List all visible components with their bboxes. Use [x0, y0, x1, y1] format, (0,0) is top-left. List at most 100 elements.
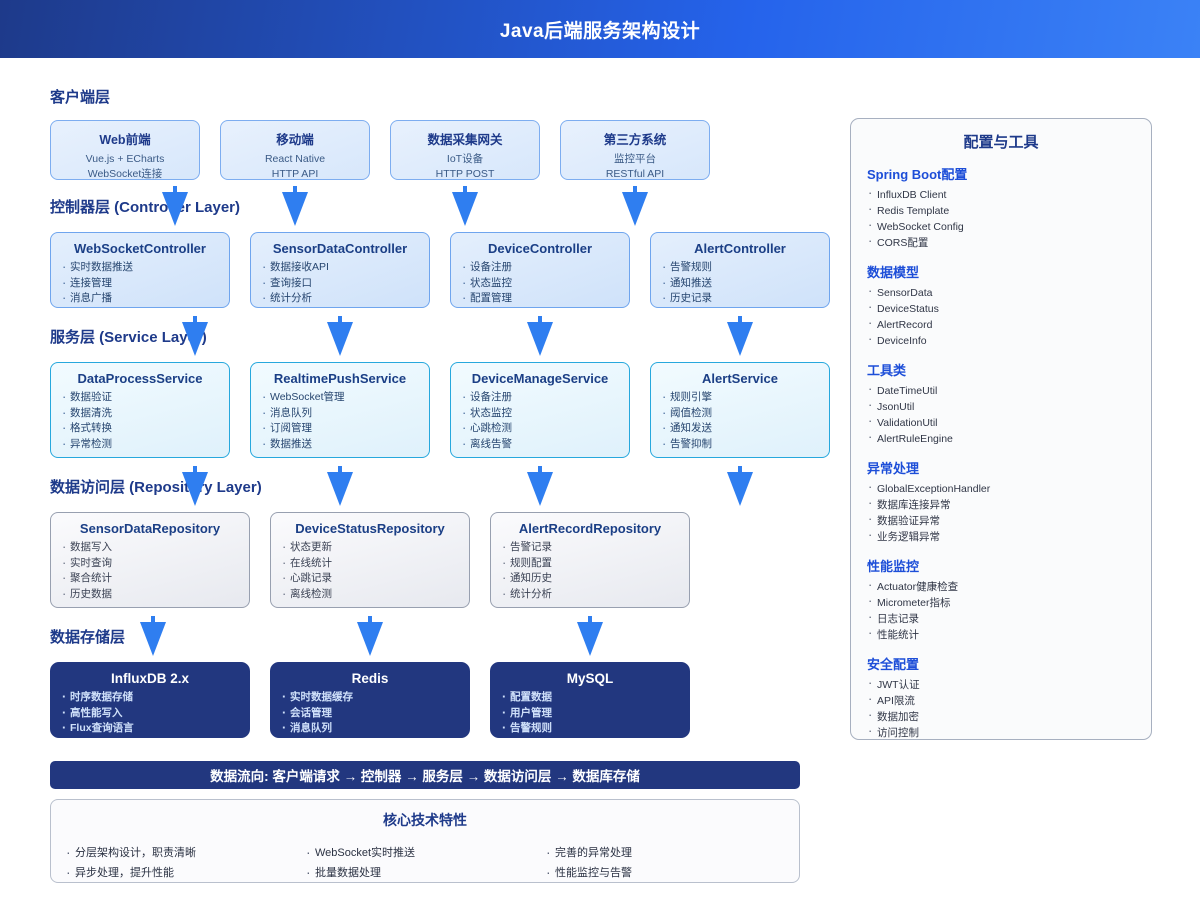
controller-node[interactable]: AlertController 告警规则通知推送历史记录 [650, 232, 830, 308]
storage-node-title: InfluxDB 2.x [110, 671, 189, 686]
layer-label-repository: 数据访问层 (Repository Layer) [50, 479, 262, 496]
sidebar-list-item: DateTimeUtil [867, 381, 1135, 399]
controller-node-list-item: 数据接收API [261, 259, 419, 276]
arrow-head [162, 192, 188, 226]
core-features-column: 分层架构设计，职责清晰异步处理，提升性能 [65, 842, 305, 883]
client-node-subtitle: 监控平台 [614, 153, 656, 165]
service-node-list-item: 通知发送 [661, 420, 819, 437]
client-node-subtitle: WebSocket连接 [87, 168, 163, 180]
repository-node[interactable]: SensorDataRepository数据写入实时查询聚合统计历史数据 [50, 512, 250, 608]
storage-node-list: 实时数据缓存会话管理消息队列 [281, 689, 459, 737]
flow-arrow-icon [622, 186, 648, 226]
storage-node-list-item: 消息队列 [281, 720, 459, 737]
controller-node-list-item: 统计分析 [261, 290, 419, 307]
arrow-head [327, 472, 353, 506]
arrow-stem [173, 186, 177, 194]
flow-arrow-icon [727, 316, 753, 356]
repository-node-list: 告警记录规则配置通知历史统计分析 [501, 539, 679, 602]
controller-node-list: 告警规则通知推送历史记录 [661, 259, 819, 307]
controller-node[interactable]: DeviceController设备注册状态监控配置管理 [450, 232, 630, 308]
arrow-stem [538, 316, 542, 324]
sidebar-list-item: API限流 [867, 691, 1135, 709]
arrow-stem [338, 466, 342, 474]
sidebar-list-item: 访问控制 [867, 723, 1135, 741]
layer-label-client: 客户端层 [50, 89, 111, 106]
arrow-head [527, 322, 553, 356]
core-features-item: 性能监控与告警 [545, 862, 785, 883]
controller-node-title: WebSocketController [74, 241, 206, 256]
arrow-head [282, 192, 308, 226]
controller-node-title: AlertController [694, 241, 786, 256]
service-node[interactable]: AlertService规则引擎阈值检测通知发送告警抑制 [650, 362, 830, 458]
flow-arrow-icon [282, 186, 308, 226]
flow-arrow-icon [327, 466, 353, 506]
client-node-title: 数据采集网关 [427, 133, 503, 147]
service-node-list-item: 数据验证 [61, 389, 219, 406]
service-node-list-item: 消息队列 [261, 405, 419, 422]
repository-node-list-item: 数据写入 [61, 539, 239, 556]
layer-label-controller: 控制器层 (Controller Layer) [50, 199, 241, 216]
service-node-list-item: 规则引擎 [661, 389, 819, 406]
service-node[interactable]: DataProcessService数据验证数据清洗格式转换异常检测 [50, 362, 230, 458]
client-node-subtitle: IoT设备 [446, 153, 484, 165]
repository-node-title: DeviceStatusRepository [295, 521, 445, 536]
storage-node-title: Redis [351, 671, 389, 686]
sidebar-section-heading: 异常处理 [867, 461, 920, 476]
repository-node-list-item: 通知历史 [501, 570, 679, 587]
repository-node[interactable]: DeviceStatusRepository状态更新在线统计心跳记录离线检测 [270, 512, 470, 608]
layer-label-service: 服务层 (Service Layer) [50, 329, 207, 346]
controller-node-list-item: 实时数据推送 [61, 259, 219, 276]
sidebar-list-item: Redis Template [867, 201, 1135, 219]
sidebar-list-item: 业务逻辑异常 [867, 527, 1135, 545]
service-node-list-item: 心跳检测 [461, 420, 619, 437]
arrow-head [140, 622, 166, 656]
controller-node[interactable]: SensorDataController数据接收API查询接口统计分析 [250, 232, 430, 308]
core-features-list: WebSocket实时推送批量数据处理 [305, 842, 545, 883]
arrow-stem [193, 466, 197, 474]
client-node-subtitle: Vue.js + ECharts [85, 153, 165, 165]
client-node-subtitle: HTTP API [271, 168, 319, 180]
arrow-stem [293, 186, 297, 194]
service-node[interactable]: DeviceManageService设备注册状态监控心跳检测离线告警 [450, 362, 630, 458]
service-node-list-item: 告警抑制 [661, 436, 819, 453]
flow-arrow-icon [182, 316, 208, 356]
storage-node-list-item: 会话管理 [281, 705, 459, 722]
storage-node[interactable]: InfluxDB 2.x 时序数据存储高性能写入Flux查询语言 [50, 662, 250, 738]
arrow-stem [538, 466, 542, 474]
service-node-list: 数据验证数据清洗格式转换异常检测 [61, 389, 219, 452]
flow-arrow-icon [727, 466, 753, 506]
client-node-subtitle: React Native [264, 153, 326, 165]
core-features-panel: 核心技术特性 分层架构设计，职责清晰异步处理，提升性能WebSocket实时推送… [50, 799, 800, 883]
sidebar-list-item: DeviceStatus [867, 299, 1135, 317]
service-node-list-item: 设备注册 [461, 389, 619, 406]
service-node-title: RealtimePushService [273, 371, 407, 386]
service-node-title: DeviceManageService [471, 371, 609, 386]
sidebar-list-item: 日志记录 [867, 609, 1135, 627]
repository-node-list-item: 状态更新 [281, 539, 459, 556]
arrow-head [527, 472, 553, 506]
storage-node[interactable]: Redis 实时数据缓存会话管理消息队列 [270, 662, 470, 738]
service-node-list: 规则引擎阈值检测通知发送告警抑制 [661, 389, 819, 453]
data-flow-bar: 数据流向: 客户端请求 → 控制器 → 服务层 → 数据访问层 → 数据库存储 [50, 761, 800, 789]
sidebar-section-heading: 安全配置 [867, 657, 920, 672]
sidebar-section: 工具类DateTimeUtilJsonUtilValidationUtilAle… [867, 360, 1135, 447]
sidebar-title: 配置与工具 [963, 134, 1039, 151]
flow-arrow-icon [577, 616, 603, 656]
controller-node-list: 实时数据推送连接管理消息广播 [61, 259, 219, 307]
controller-node-list-item: 状态监控 [461, 275, 619, 292]
controller-node-title: DeviceController [487, 241, 593, 256]
core-features-title: 核心技术特性 [383, 812, 467, 828]
storage-node-list: 时序数据存储高性能写入Flux查询语言 [61, 689, 239, 737]
core-features-column: WebSocket实时推送批量数据处理 [305, 842, 545, 883]
sidebar-list-item: 数据库连接异常 [867, 495, 1135, 513]
service-node[interactable]: RealtimePushServiceWebSocket管理消息队列订阅管理数据… [250, 362, 430, 458]
service-node-list-item: 状态监控 [461, 405, 619, 422]
controller-node-list-item: 历史记录 [661, 290, 819, 307]
controller-node[interactable]: WebSocketController 实时数据推送连接管理消息广播 [50, 232, 230, 308]
storage-node[interactable]: MySQL配置数据用户管理告警规则 [490, 662, 690, 738]
repository-node[interactable]: AlertRecordRepository告警记录规则配置通知历史统计分析 [490, 512, 690, 608]
